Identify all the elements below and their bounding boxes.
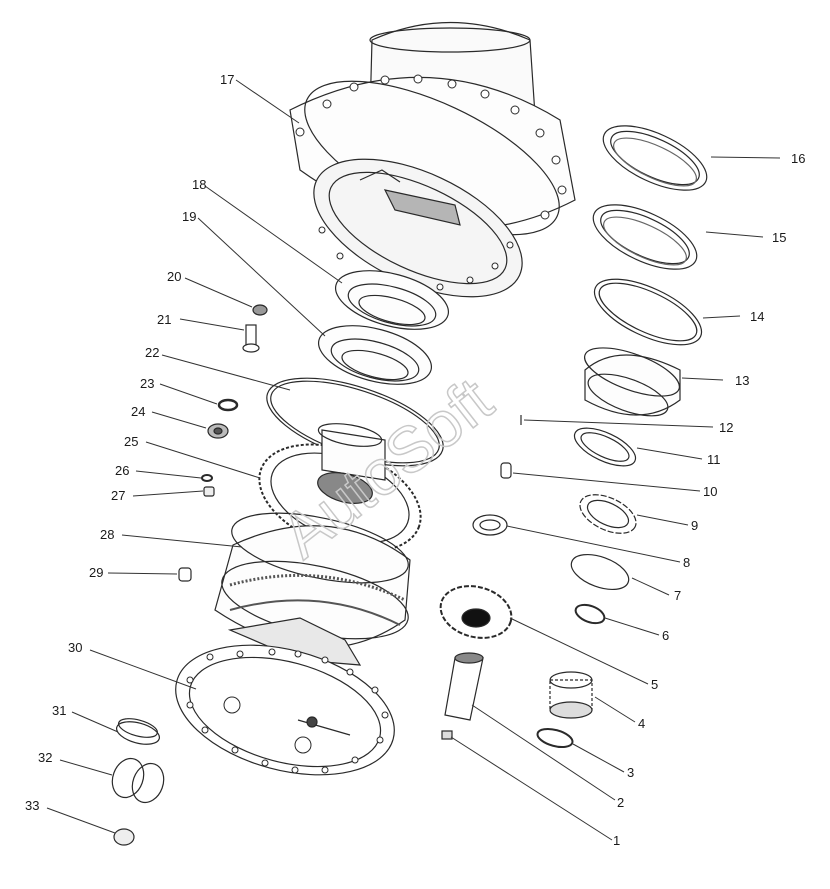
callout-21: 21 xyxy=(157,312,172,327)
part-32-o-rings xyxy=(111,757,165,804)
part-2-shaft xyxy=(444,652,484,721)
callout-7: 7 xyxy=(674,588,682,603)
part-4-needle-bearing xyxy=(549,671,593,719)
callout-27: 27 xyxy=(111,488,126,503)
callout-1: 1 xyxy=(613,833,621,848)
callout-11: 11 xyxy=(707,452,721,467)
callout-6: 6 xyxy=(662,628,670,643)
part-30-cover xyxy=(175,617,395,776)
callout-16: 16 xyxy=(791,151,806,166)
callout-15: 15 xyxy=(772,230,787,245)
callout-25: 25 xyxy=(124,434,139,449)
callout-13: 13 xyxy=(735,373,750,388)
part-25-gear-carrier xyxy=(258,423,422,553)
part-15-seal xyxy=(592,204,698,270)
part-14-ring xyxy=(593,278,703,346)
part-8-washer xyxy=(472,514,508,536)
callout-23: 23 xyxy=(140,376,155,391)
callout-19: 19 xyxy=(182,209,197,224)
callout-22: 22 xyxy=(145,345,160,360)
callout-8: 8 xyxy=(683,555,691,570)
part-13-bearing-race xyxy=(584,347,681,417)
callout-31: 31 xyxy=(52,703,67,718)
part-26-washer xyxy=(201,474,213,482)
part-7-retaining-ring xyxy=(570,553,630,591)
callout-4: 4 xyxy=(638,716,646,731)
callout-30: 30 xyxy=(68,640,83,655)
callout-5: 5 xyxy=(651,677,659,692)
callout-17: 17 xyxy=(220,72,235,87)
callout-10: 10 xyxy=(703,484,718,499)
part-5-sun-gear xyxy=(439,585,513,639)
part-29-pin xyxy=(178,567,192,582)
callout-33: 33 xyxy=(25,798,40,813)
part-6-ring xyxy=(574,603,606,625)
callout-12: 12 xyxy=(719,420,734,435)
part-9-lock-washer xyxy=(579,494,637,534)
part-18-bearing xyxy=(334,270,450,330)
callout-3: 3 xyxy=(627,765,635,780)
callout-2: 2 xyxy=(617,795,625,810)
callout-24: 24 xyxy=(131,404,146,419)
part-24-nut xyxy=(207,423,229,439)
callout-9: 9 xyxy=(691,518,699,533)
callout-20: 20 xyxy=(167,269,182,284)
part-27-pin xyxy=(203,486,215,497)
callout-29: 29 xyxy=(89,565,104,580)
part-21-bolt xyxy=(242,324,260,353)
part-11-ring xyxy=(573,427,637,467)
callout-32: 32 xyxy=(38,750,53,765)
part-10-pin xyxy=(500,462,512,479)
part-20-washer xyxy=(252,304,268,316)
leader-lines xyxy=(46,79,781,841)
callout-26: 26 xyxy=(115,463,130,478)
part-1-key xyxy=(441,730,453,740)
part-31-seal xyxy=(115,718,161,745)
callout-14: 14 xyxy=(750,309,765,324)
part-23-washer xyxy=(217,398,239,412)
part-28-ring-gear xyxy=(214,512,411,649)
part-19-bearing xyxy=(317,325,433,385)
part-17-housing xyxy=(289,22,576,298)
part-16-seal xyxy=(602,125,708,191)
part-3-snap-ring xyxy=(536,727,574,749)
callout-28: 28 xyxy=(100,527,115,542)
part-33-plug xyxy=(113,828,135,846)
callout-18: 18 xyxy=(192,177,207,192)
